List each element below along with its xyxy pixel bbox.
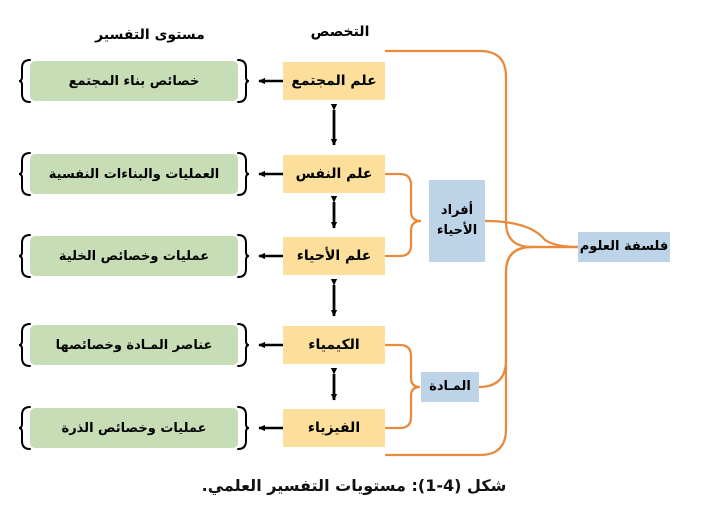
explanation-label: عمليات وخصائص الذرة	[61, 420, 207, 436]
group-box-matter: المـادة	[421, 372, 479, 402]
brace-left-icon	[18, 152, 31, 196]
explanation-label: عمليات وخصائص الخلية	[58, 248, 210, 264]
specialization-label: الكيمياء	[308, 337, 360, 353]
specialization-box-biology: علم الأحياء	[283, 237, 385, 275]
brace-left-icon	[18, 406, 31, 450]
brace-right-icon	[237, 323, 250, 367]
brace-matter	[384, 343, 421, 430]
explanation-label: عناصر المـادة وخصائصها	[55, 337, 213, 353]
specialization-label: علم الأحياء	[296, 248, 372, 264]
header-specialization: التخصص	[310, 24, 370, 40]
brace-right-icon	[237, 59, 250, 103]
explanation-box-3: عناصر المـادة وخصائصها	[18, 323, 250, 367]
specialization-box-physics: الفيزياء	[283, 409, 385, 447]
explanation-label: العمليات والبناءات النفسية	[48, 166, 220, 182]
explanation-box-0: خصائص بناء المجتمع	[18, 59, 250, 103]
specialization-box-sociology: علم المجتمع	[283, 62, 385, 100]
group-label: فلسفة العلوم	[579, 238, 669, 254]
brace-right-icon	[237, 152, 250, 196]
group-label: المـادة	[429, 378, 471, 394]
brace-left-icon	[18, 323, 31, 367]
specialization-label: الفيزياء	[307, 420, 361, 436]
brace-left-icon	[18, 59, 31, 103]
figure-caption: شكل (4-1): مستويات التفسير العلمي.	[201, 476, 507, 495]
explanation-box-body: العمليات والبناءات النفسية	[30, 154, 238, 194]
explanation-box-body: عمليات وخصائص الذرة	[30, 408, 238, 448]
explanation-box-1: العمليات والبناءات النفسية	[18, 152, 250, 196]
group-box-philosophy-of-science: فلسفة العلوم	[578, 232, 670, 262]
brace-right-icon	[237, 234, 250, 278]
explanation-box-body: عناصر المـادة وخصائصها	[30, 325, 238, 365]
brace-living-beings	[384, 172, 422, 258]
explanation-box-4: عمليات وخصائص الذرة	[18, 406, 250, 450]
explanation-box-body: خصائص بناء المجتمع	[30, 61, 238, 101]
specialization-box-chemistry: الكيمياء	[283, 326, 385, 364]
group-box-living-beings: أفراد الأحياء	[429, 180, 485, 262]
specialization-label: علم المجتمع	[291, 73, 377, 89]
explanation-box-2: عمليات وخصائص الخلية	[18, 234, 250, 278]
brace-right-icon	[237, 406, 250, 450]
explanation-box-body: عمليات وخصائص الخلية	[30, 236, 238, 276]
specialization-box-psychology: علم النفس	[283, 155, 385, 193]
brace-left-icon	[18, 234, 31, 278]
explanation-label: خصائص بناء المجتمع	[68, 73, 200, 89]
specialization-label: علم النفس	[295, 166, 373, 182]
explanation-arrows	[258, 77, 283, 432]
group-label-line1: أفراد	[440, 202, 474, 218]
header-explanation-level: مستوى التفسير	[95, 27, 205, 43]
group-label-line2: الأحياء	[436, 223, 478, 238]
